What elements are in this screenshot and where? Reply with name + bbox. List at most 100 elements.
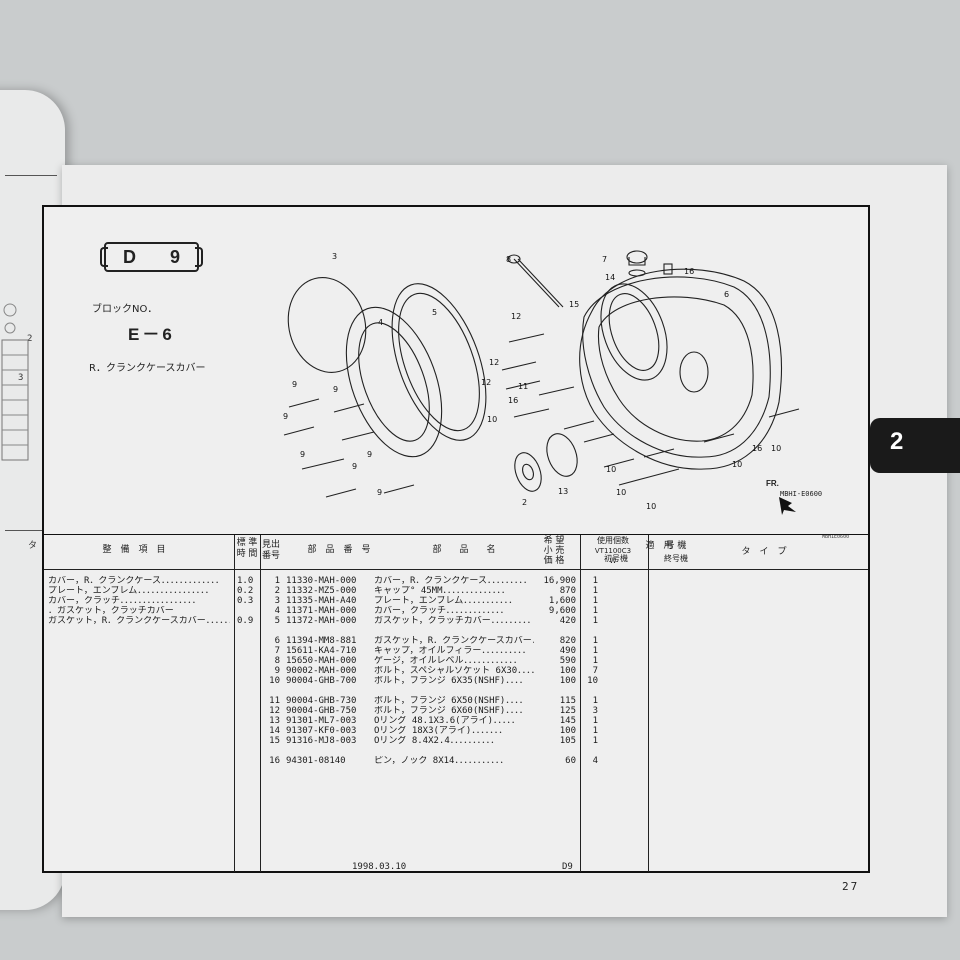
callout-10e: 10 (771, 444, 781, 453)
front-direction-label: FR. (766, 479, 779, 488)
part-price: 820 (559, 636, 576, 646)
header-part-name: 部 品 名 (432, 545, 496, 555)
part-ref: 10 (269, 676, 280, 686)
part-price: 100 (559, 726, 576, 736)
part-ref: 4 (274, 606, 280, 616)
block-no-label: ブロックNO． (92, 304, 158, 315)
part-number: 11394-MM8-881 (286, 636, 357, 646)
footer-code: D9 (562, 862, 573, 872)
part-ref: 9 (274, 666, 280, 676)
exploded-diagram: D 9 ブロックNO． E－6 R．クランクケースカバー (44, 207, 868, 540)
part-price: 125 (559, 706, 576, 716)
part-qty: 1 (592, 656, 598, 666)
part-qty: 1 (592, 716, 598, 726)
header-ref-2: 番号 (261, 551, 280, 561)
part-number: 15611-KA4-710 (286, 646, 357, 656)
part-number: 94301-08140 (286, 756, 346, 766)
maintenance-time: 1.0 (237, 576, 254, 586)
part-price: 870 (559, 586, 576, 596)
front-arrow-icon (779, 497, 796, 515)
left-page-label: 3 (18, 373, 24, 383)
maintenance-time: 0.3 (237, 596, 254, 606)
part-name: Oリング 18X3(アライ)．．．．．．． (374, 726, 508, 736)
part-qty: 1 (592, 726, 598, 736)
part-ref: 3 (274, 596, 280, 606)
part-name: ガスケット，クラッチカバー．．．．．．．．． (374, 616, 534, 626)
part-name: ボルト，フランジ 6X50(NSHF)．．．． (374, 696, 528, 706)
callout-11: 11 (518, 382, 528, 391)
callout-10b: 10 (616, 488, 626, 497)
badge-letter: D (122, 246, 136, 267)
part-number: 15650-MAH-000 (286, 656, 357, 666)
part-qty: 1 (592, 606, 598, 616)
left-page-cylinder-drawing (1, 303, 29, 461)
part-name: Oリング 8.4X2.4．．．．．．．．．． (374, 736, 500, 746)
part-ref: 14 (269, 726, 280, 736)
callout-16: 16 (684, 267, 694, 276)
figure-code: MBH1E0600 (822, 534, 850, 540)
part-number: 90004-GHB-750 (286, 706, 357, 716)
callout-9f: 9 (377, 488, 382, 497)
parts-frame: D 9 ブロックNO． E－6 R．クランクケースカバー (42, 205, 870, 873)
section-tab-label: 2 (890, 428, 904, 455)
callout-9: 9 (292, 380, 297, 389)
callout-4: 4 (378, 318, 383, 327)
callout-15: 15 (569, 300, 579, 309)
left-page-label: タ イ (28, 541, 55, 551)
col-divider (234, 535, 235, 872)
part-qty: 1 (592, 636, 598, 646)
part-name: ボルト，スペシャルソケット 6X30．．．．． (374, 666, 534, 676)
diagram-badge: D 9 (100, 242, 203, 272)
part-qty: 1 (592, 616, 598, 626)
part-price: 590 (559, 656, 576, 666)
part-qty: 10 (587, 676, 598, 686)
header-last-no: 終号機 (664, 554, 688, 563)
callout-16b: 16 (508, 396, 518, 405)
maintenance-item: プレート，エンブレム．．．．．．．．．．．．．．．． (48, 586, 214, 596)
footer-date: 1998.03.10 (352, 862, 407, 872)
maintenance-time: 0.2 (237, 586, 254, 596)
part-ref: 12 (269, 706, 280, 716)
callout-10d: 10 (606, 465, 616, 474)
callout-9d: 9 (333, 385, 338, 394)
header-ref-1: 見出 (261, 540, 280, 550)
section-tab[interactable]: 2 (870, 418, 960, 473)
part-number: 11371-MAH-000 (286, 606, 357, 616)
part-price: 16,900 (543, 576, 576, 586)
part-price: 420 (559, 616, 576, 626)
header-applicable: 適 用 (645, 541, 673, 551)
part-name: カバー，R．クランクケース．．．．．．．．． (374, 576, 532, 586)
header-qty-3: W (609, 557, 617, 565)
part-number: 90002-MAH-000 (286, 666, 357, 676)
part-qty: 4 (592, 756, 598, 766)
part-ref: 6 (274, 636, 280, 646)
part-qty: 1 (592, 576, 598, 586)
part-number: 11330-MAH-000 (286, 576, 357, 586)
callout-10f: 10 (732, 460, 742, 469)
block-name: R．クランクケースカバー (89, 363, 206, 374)
part-price: 9,600 (548, 606, 576, 616)
callout-7: 7 (602, 255, 607, 264)
part-number: 11372-MAH-000 (286, 616, 357, 626)
part-ref: 8 (274, 656, 280, 666)
header-no-head: 号 機 (665, 541, 687, 551)
part-ref: 13 (269, 716, 280, 726)
part-price: 145 (559, 716, 576, 726)
header-first-no: 初号機 (604, 554, 628, 563)
part-ref: 5 (274, 616, 280, 626)
part-price: 100 (559, 666, 576, 676)
page-number: 27 (842, 880, 860, 893)
block-code: E－6 (128, 325, 175, 344)
callout-10: 10 (487, 415, 497, 424)
part-price: 1,600 (548, 596, 576, 606)
callout-12c: 12 (481, 378, 491, 387)
exploded-parts-drawing: 3 4 5 9 9 9 9 9 9 9 8 15 7 14 16 6 12 12… (283, 250, 800, 515)
part-name: カバー，クラッチ．．．．．．．．．．．．． (374, 606, 509, 616)
parts-table: 整 備 項 目 標 準 時 間 見出 番号 部 品 番 号 部 品 名 希 望 … (44, 534, 868, 872)
part-name: キャップ° 45MM．．．．．．．．．．．．．． (374, 586, 511, 596)
part-name: キャップ，オイルフィラー．．．．．．．．．． (374, 646, 531, 656)
part-qty: 1 (592, 596, 598, 606)
part-ref: 11 (269, 696, 280, 706)
part-price: 105 (559, 736, 576, 746)
callout-9e: 9 (352, 462, 357, 471)
